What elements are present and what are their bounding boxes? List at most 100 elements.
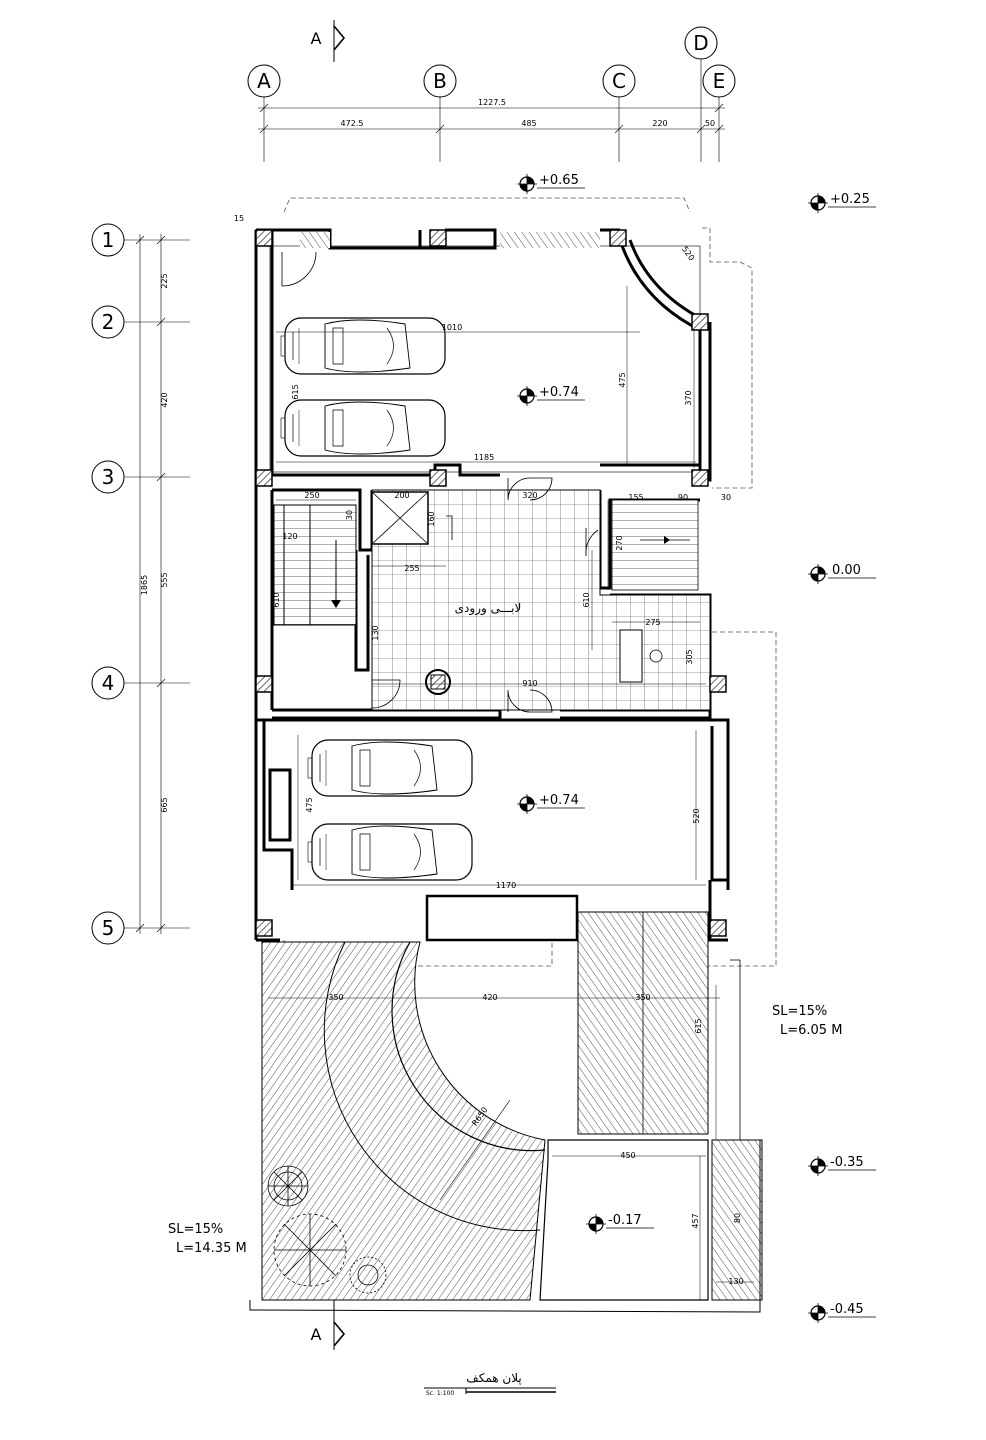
grid-label: 1 xyxy=(102,228,115,252)
dim-label: 450 xyxy=(620,1151,635,1160)
dim-label: 130 xyxy=(728,1277,743,1286)
section-label: A xyxy=(311,1325,322,1344)
level-value: +0.74 xyxy=(539,793,579,808)
level-value: +0.65 xyxy=(539,173,579,188)
grid-bubble-c: C xyxy=(602,64,636,98)
level-marker: +0.25 xyxy=(807,192,876,214)
dim-23: 420 xyxy=(160,392,169,407)
level-marker: +0.74 xyxy=(516,793,585,815)
level-marker: -0.17 xyxy=(585,1213,654,1235)
grid-label: 4 xyxy=(102,671,115,695)
threshold-right xyxy=(500,232,600,248)
dim-bc: 485 xyxy=(521,119,536,128)
dim-label: 370 xyxy=(684,390,693,405)
landing-slab xyxy=(539,1139,763,1301)
grid-label: 5 xyxy=(102,916,115,940)
grid-bubble-2: 2 xyxy=(91,305,125,339)
dim-label: 475 xyxy=(305,797,314,812)
ramp-slope: SL=15% xyxy=(772,1004,827,1019)
dim-label: 520 xyxy=(680,245,696,263)
ramp-length: L=14.35 M xyxy=(176,1241,247,1256)
grid-bubble-b: B xyxy=(423,64,457,98)
dim-ab: 472.5 xyxy=(341,119,364,128)
level-marker: +0.65 xyxy=(516,173,585,195)
dim-label: 130 xyxy=(371,625,380,640)
dim-label: 80 xyxy=(733,1213,742,1223)
level-markers: +0.65 +0.25 +0.74 0.00 +0.74 -0.35 xyxy=(516,173,876,1324)
dim-label: 90 xyxy=(678,493,688,502)
dim-cd: 220 xyxy=(652,119,667,128)
dim-label: 160 xyxy=(427,511,436,526)
horizontal-dimensions xyxy=(258,103,725,134)
dim-label: 320 xyxy=(522,491,537,500)
level-value: +0.25 xyxy=(830,192,870,207)
grid-bubble-1: 1 xyxy=(91,223,125,257)
level-marker: -0.35 xyxy=(807,1155,876,1177)
grid-label: C xyxy=(612,69,626,93)
car-4 xyxy=(307,823,473,881)
grid-bubble-5: 5 xyxy=(91,911,125,945)
level-marker: -0.45 xyxy=(807,1302,876,1324)
grid-bubble-3: 3 xyxy=(91,460,125,494)
dim-label: 350 xyxy=(635,993,650,1002)
ramp-note-left: SL=15% L=14.35 M xyxy=(168,1222,247,1256)
room-label-lobby: لابـــی ورودی xyxy=(455,601,522,616)
straight-ramp xyxy=(577,911,709,1135)
dim-12: 225 xyxy=(160,273,169,288)
level-marker: +0.74 xyxy=(516,385,585,407)
ramp-note-right: SL=15% L=6.05 M xyxy=(772,1004,842,1038)
curved-ramp xyxy=(261,941,546,1301)
car-3 xyxy=(307,739,473,797)
dim-label: 610 xyxy=(582,592,591,607)
garage-upper xyxy=(269,245,701,473)
ramp-length: L=6.05 M xyxy=(780,1023,842,1038)
dim-de: 50 xyxy=(705,119,715,128)
drawing-title: پلان همکف Sc. 1:100 xyxy=(424,1371,556,1397)
threshold-left xyxy=(300,232,330,248)
grid-bubble-a: A xyxy=(247,64,281,98)
grid-label: A xyxy=(257,69,271,93)
level-value: -0.45 xyxy=(830,1302,864,1317)
grid-label: 2 xyxy=(102,310,115,334)
site-boundary xyxy=(249,1140,761,1313)
dim-label: 15 xyxy=(234,214,244,223)
dim-label: 155 xyxy=(628,493,643,502)
level-value: +0.74 xyxy=(539,385,579,400)
dim-label: 1170 xyxy=(496,881,516,890)
dim-label: 120 xyxy=(282,532,297,541)
landscape-trees xyxy=(267,1165,387,1294)
doors xyxy=(281,251,599,713)
service-room xyxy=(611,499,699,683)
dim-label: 615 xyxy=(291,384,300,399)
level-value: 0.00 xyxy=(832,563,861,578)
drawing-scale: Sc. 1:100 xyxy=(426,1390,454,1397)
interior-dimension-labels: 1010 1185 475 370 615 250 200 320 155 90… xyxy=(234,214,744,1286)
section-marker-top: A xyxy=(311,20,346,62)
grid-label: E xyxy=(713,69,726,93)
dim-label: 520 xyxy=(692,808,701,823)
dim-total-horizontal: 1227.5 xyxy=(478,98,506,107)
interior-dimension-lines xyxy=(268,286,754,1300)
dim-label: 30 xyxy=(721,493,731,502)
dim-label: 457 xyxy=(691,1213,700,1228)
staircase xyxy=(273,504,357,626)
lobby-column xyxy=(425,669,451,695)
drawing-title-text: پلان همکف xyxy=(466,1371,521,1385)
level-value: -0.17 xyxy=(608,1213,642,1228)
dim-label: 475 xyxy=(618,372,627,387)
dim-label: 275 xyxy=(645,618,660,627)
entry-beam xyxy=(425,894,579,942)
dim-label: 420 xyxy=(482,993,497,1002)
dim-label: 615 xyxy=(694,1018,703,1033)
grid-bubble-e: E xyxy=(702,64,736,98)
level-marker: 0.00 xyxy=(807,563,876,585)
dim-label: 1010 xyxy=(442,323,462,332)
grid-column-bubbles: A B C D E xyxy=(247,26,736,162)
grid-bubble-d: D xyxy=(684,26,718,60)
dim-label: 910 xyxy=(522,679,537,688)
dim-label: 255 xyxy=(404,564,419,573)
dim-label: 250 xyxy=(304,491,319,500)
level-value: -0.35 xyxy=(830,1155,864,1170)
dim-label: 350 xyxy=(328,993,343,1002)
